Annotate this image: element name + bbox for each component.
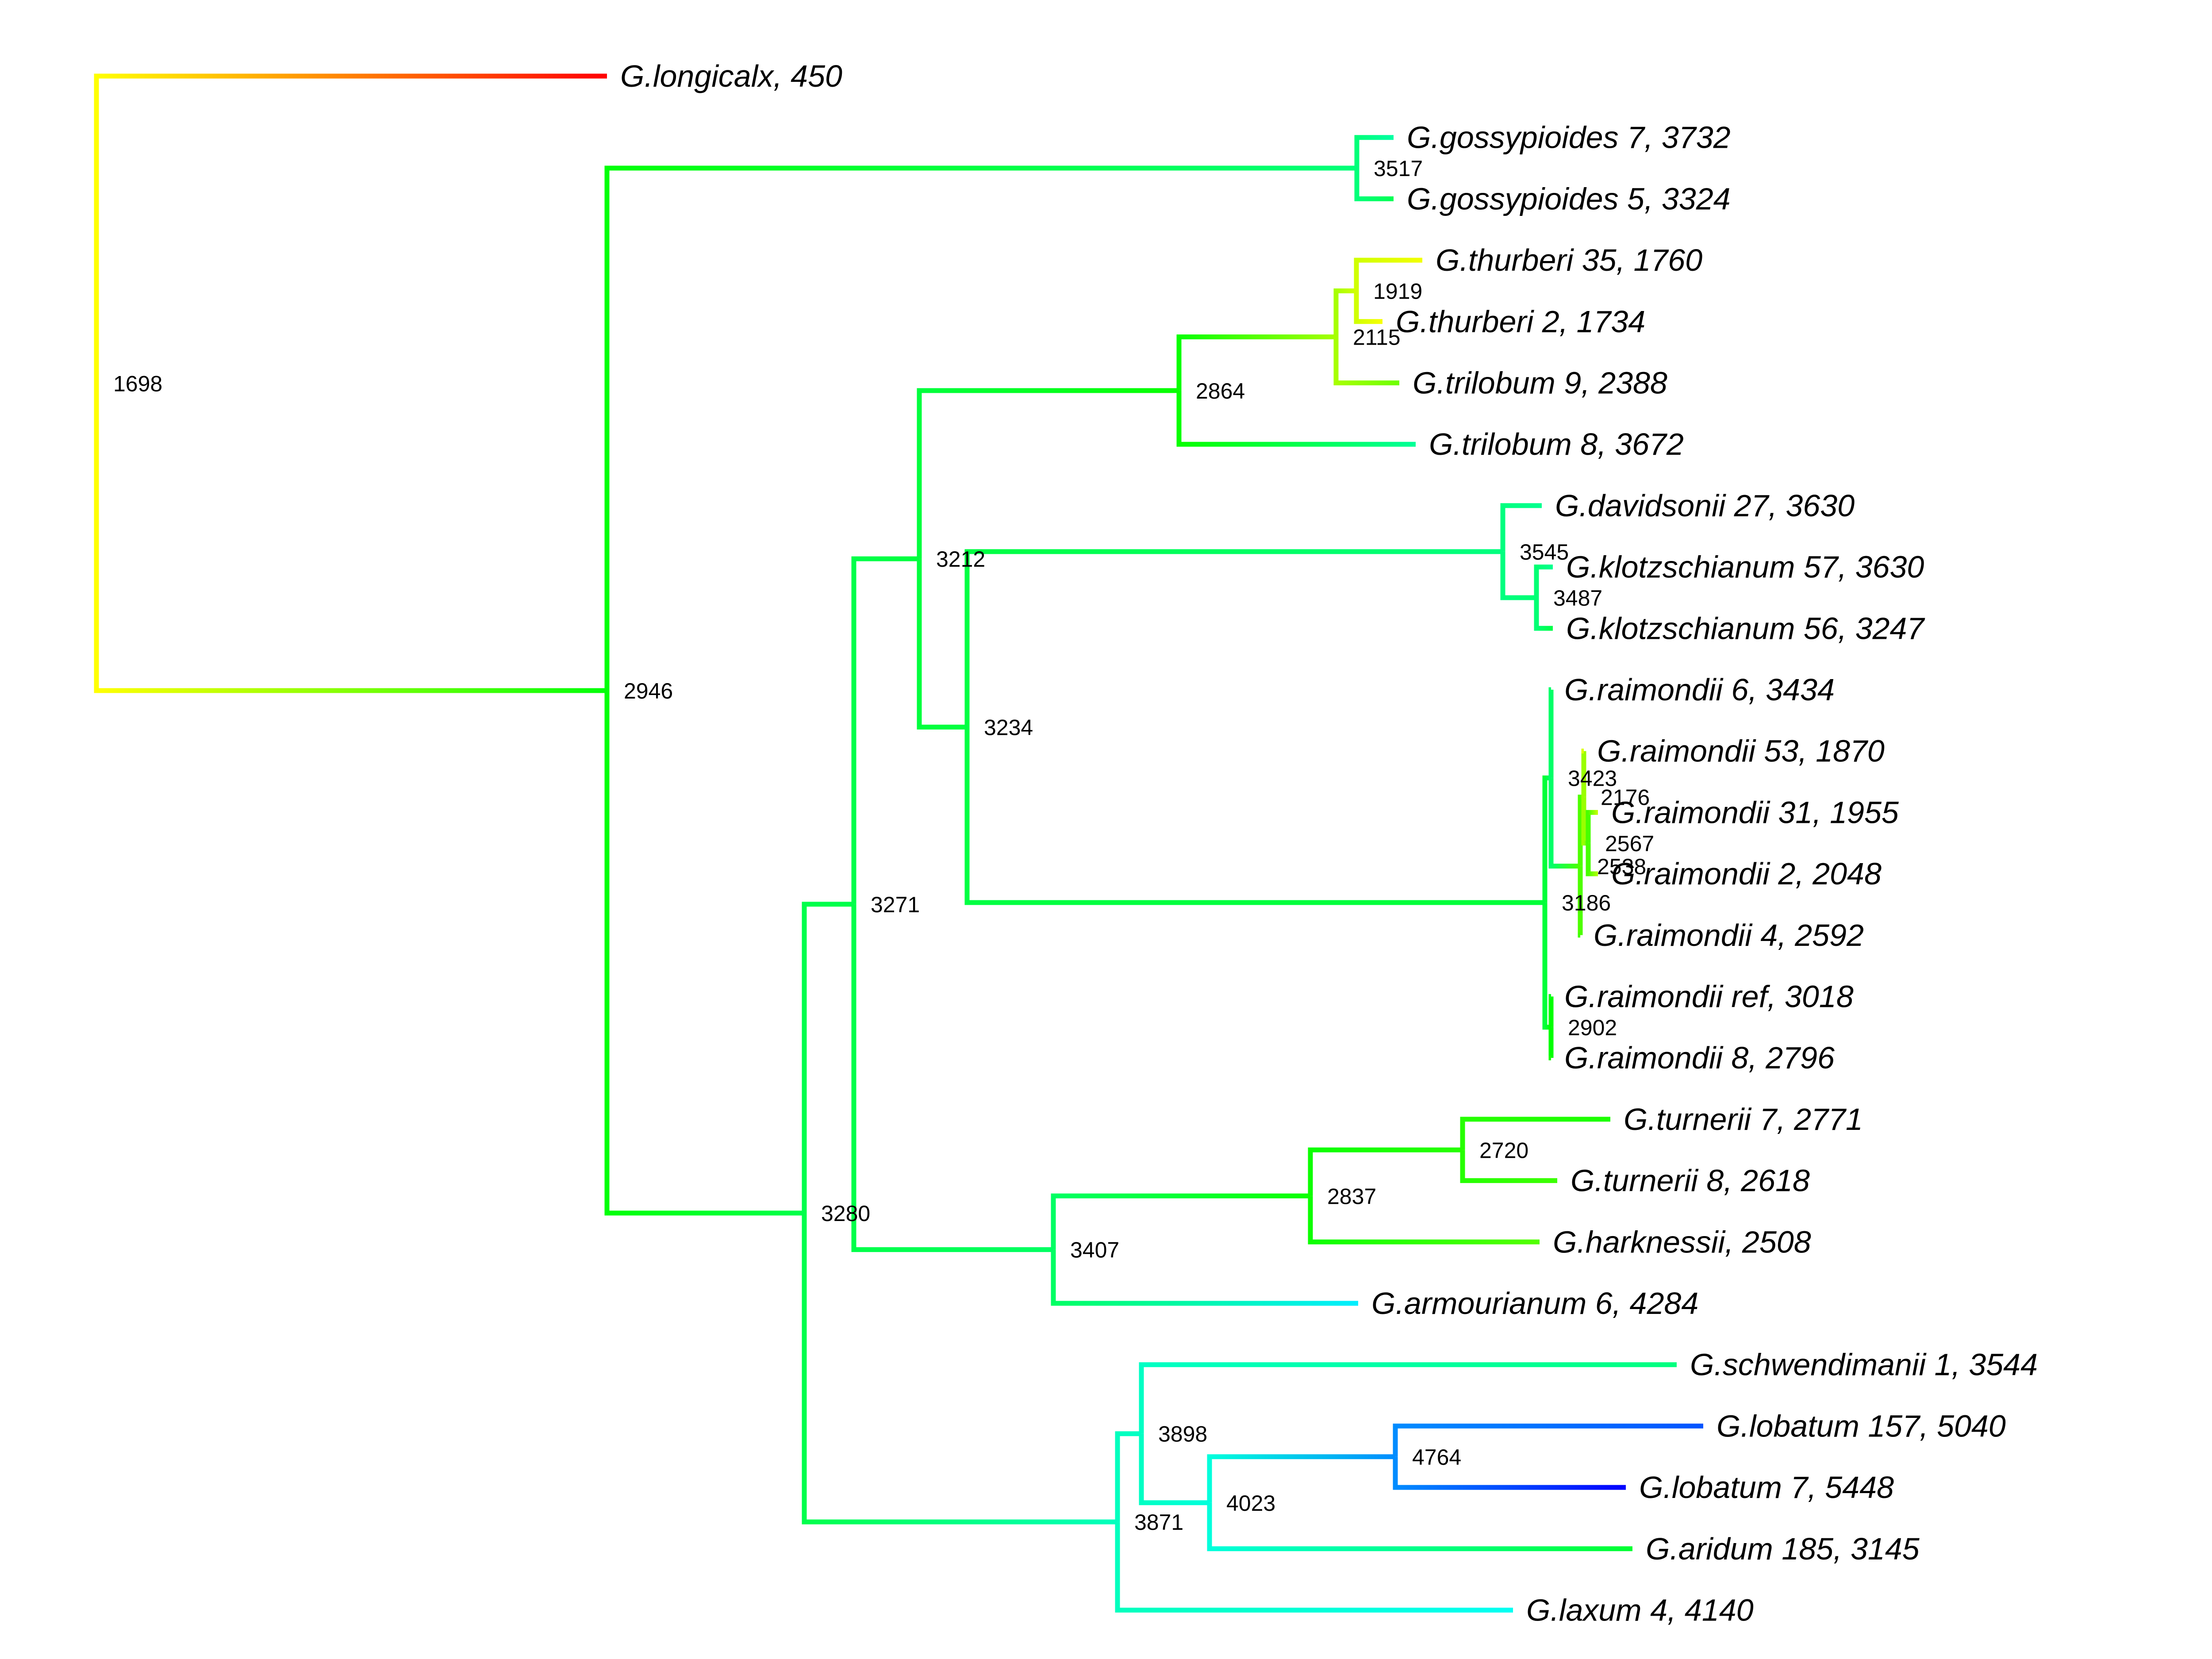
node-label-3280: 3280 xyxy=(821,1201,870,1226)
node-label-1919: 1919 xyxy=(1373,279,1422,303)
leaf-label: G.raimondii 6, 3434 xyxy=(1564,672,1835,707)
leaf-label: G.schwendimanii 1, 3544 xyxy=(1690,1348,2038,1382)
leaf-label: G.armourianum 6, 4284 xyxy=(1371,1286,1698,1321)
node-label-3271: 3271 xyxy=(871,892,920,917)
node-label-3234: 3234 xyxy=(984,715,1033,740)
node-label-2946: 2946 xyxy=(624,679,673,703)
leaf-label: G.klotzschianum 56, 3247 xyxy=(1566,611,1925,645)
node-label-2538: 2538 xyxy=(1597,854,1646,879)
leaf-label: G.gossypioides 5, 3324 xyxy=(1407,181,1731,216)
node-label-3517: 3517 xyxy=(1374,156,1423,181)
node-label-2115: 2115 xyxy=(1353,325,1401,349)
leaf-label: G.aridum 185, 3145 xyxy=(1646,1532,1920,1566)
leaf-label: G.thurberi 35, 1760 xyxy=(1436,243,1702,277)
node-label-3212: 3212 xyxy=(936,547,985,572)
leaf-label: G.raimondii 8, 2796 xyxy=(1564,1041,1835,1075)
leaf-label: G.raimondii ref, 3018 xyxy=(1564,979,1854,1014)
leaf-label: G.raimondii 53, 1870 xyxy=(1597,734,1885,768)
node-label-4764: 4764 xyxy=(1412,1445,1461,1470)
leaf-label: G.laxum 4, 4140 xyxy=(1526,1593,1754,1628)
leaf-label: G.thurberi 2, 1734 xyxy=(1396,304,1645,339)
node-label-3407: 3407 xyxy=(1070,1238,1119,1263)
tree-branches xyxy=(94,73,1703,1613)
leaf-label: G.turnerii 8, 2618 xyxy=(1571,1164,1810,1198)
node-label-3545: 3545 xyxy=(1520,540,1569,565)
node-label-4023: 4023 xyxy=(1226,1491,1275,1516)
node-label-2567: 2567 xyxy=(1605,831,1654,856)
node-label-3898: 3898 xyxy=(1158,1422,1207,1447)
leaf-label: G.longicalx, 450 xyxy=(620,59,842,93)
node-label-2176: 2176 xyxy=(1601,785,1650,810)
leaf-label: G.turnerii 7, 2771 xyxy=(1624,1102,1863,1137)
node-label-2902: 2902 xyxy=(1568,1015,1617,1040)
node-label-2864: 2864 xyxy=(1196,379,1245,403)
leaf-label: G.harknessii, 2508 xyxy=(1553,1225,1811,1259)
node-label-3186: 3186 xyxy=(1562,891,1611,915)
leaf-label: G.lobatum 7, 5448 xyxy=(1639,1470,1894,1505)
leaf-label: G.raimondii 2, 2048 xyxy=(1611,856,1882,891)
leaf-label: G.trilobum 9, 2388 xyxy=(1413,366,1667,400)
node-label-3423: 3423 xyxy=(1568,766,1617,791)
leaf-label: G.lobatum 157, 5040 xyxy=(1717,1409,2006,1443)
node-label-3871: 3871 xyxy=(1134,1510,1183,1535)
leaf-label: G.gossypioides 7, 3732 xyxy=(1407,120,1731,155)
node-label-2720: 2720 xyxy=(1479,1138,1528,1163)
leaf-label: G.raimondii 4, 2592 xyxy=(1594,918,1864,952)
node-label-1698: 1698 xyxy=(113,372,162,396)
leaf-label: G.davidsonii 27, 3630 xyxy=(1555,488,1855,523)
node-label-2837: 2837 xyxy=(1327,1184,1376,1209)
leaf-label: G.raimondii 31, 1955 xyxy=(1611,795,1899,830)
leaf-label: G.trilobum 8, 3672 xyxy=(1429,427,1684,461)
node-label-3487: 3487 xyxy=(1553,586,1602,611)
internal-node-labels: 3517 1919 2115 2864 3487 3545 2567 2176 2538 3423… xyxy=(113,156,1654,1535)
leaf-label: G.klotzschianum 57, 3630 xyxy=(1566,550,1924,584)
